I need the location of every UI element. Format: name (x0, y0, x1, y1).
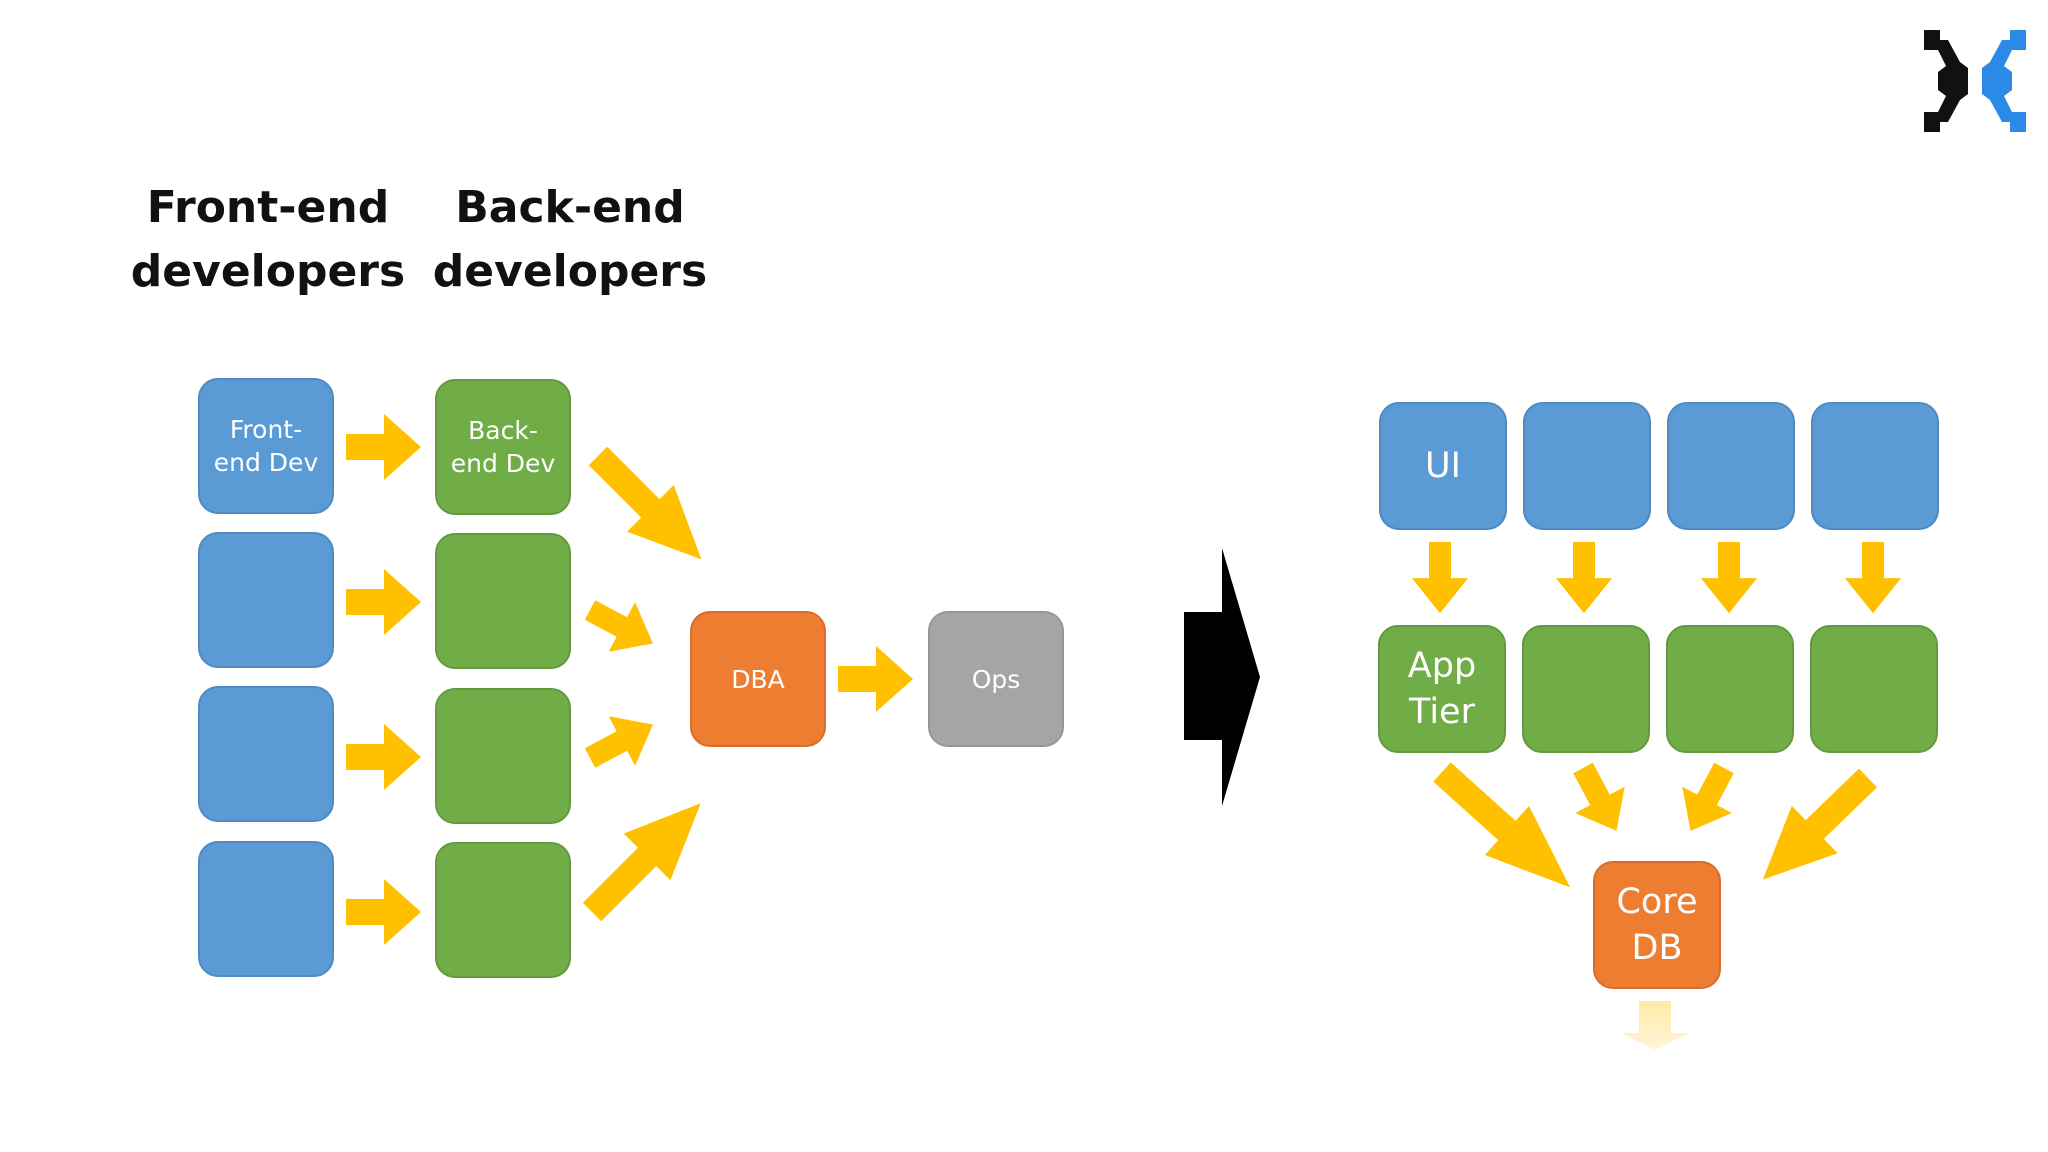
arrow-backend-to-dba-2 (576, 585, 667, 669)
frontend-box (198, 532, 334, 668)
backend-box (435, 533, 571, 669)
ui-row-box (1811, 402, 1939, 530)
arrow-app-to-coredb-1 (1419, 747, 1593, 912)
arrow-backend-to-dba-4 (568, 779, 725, 936)
arrow-backend-to-dba-1 (574, 432, 725, 583)
arrow-backend-to-dba-3 (576, 699, 667, 783)
box-label-line: Front- (229, 415, 303, 444)
dba-box: DBA (690, 611, 826, 747)
ui-box: UI (1379, 402, 1507, 530)
ui-row-box (1523, 402, 1651, 530)
faded-arrow-below-coredb (1621, 1001, 1689, 1050)
arrow-dba-to-ops (838, 646, 913, 712)
arrow-app-to-coredb-4 (1739, 754, 1891, 904)
ops-box: Ops (928, 611, 1064, 747)
arrow-ui-to-app-4 (1844, 542, 1902, 614)
arrow-frontend-to-backend-2 (346, 569, 421, 635)
app-tier-box: App Tier (1378, 625, 1506, 753)
frontend-box (198, 841, 334, 977)
backend-box (435, 688, 571, 824)
box-label-line: end Dev (450, 449, 556, 478)
box-label-line: Back- (468, 416, 538, 445)
heading-line: Back-end (455, 182, 685, 233)
backend-box (435, 842, 571, 978)
arrow-frontend-to-backend-4 (346, 879, 421, 945)
box-label-line: Tier (1409, 692, 1475, 732)
gear-logo-icon (1924, 30, 2026, 132)
transition-arrow-icon (1184, 548, 1260, 806)
backend-developers-heading: Back-end developers (420, 176, 720, 304)
backend-dev-box: Back- end Dev (435, 379, 571, 515)
heading-line: developers (130, 246, 406, 297)
frontend-developers-heading: Front-end developers (118, 176, 418, 304)
arrow-frontend-to-backend-1 (346, 414, 421, 480)
app-row-box (1810, 625, 1938, 753)
ui-row-box (1667, 402, 1795, 530)
app-row-box (1522, 625, 1650, 753)
dba-label: DBA (731, 664, 785, 694)
core-db-box: Core DB (1593, 861, 1721, 989)
frontend-dev-box: Front- end Dev (198, 378, 334, 514)
arrow-app-to-coredb-2 (1558, 754, 1642, 845)
app-row-box (1666, 625, 1794, 753)
heading-line: Front-end (146, 182, 390, 233)
arrow-app-to-coredb-3 (1665, 754, 1749, 845)
arrow-ui-to-app-1 (1411, 542, 1469, 614)
arrow-ui-to-app-2 (1555, 542, 1613, 614)
box-label-line: App (1407, 646, 1477, 686)
ui-label: UI (1425, 446, 1461, 486)
box-label-line: Core (1616, 882, 1698, 922)
frontend-box (198, 686, 334, 822)
box-label-line: end Dev (213, 448, 319, 477)
ops-label: Ops (971, 664, 1021, 694)
arrow-ui-to-app-3 (1700, 542, 1758, 614)
heading-line: developers (432, 246, 708, 297)
arrow-frontend-to-backend-3 (346, 724, 421, 790)
box-label-line: DB (1631, 928, 1683, 968)
